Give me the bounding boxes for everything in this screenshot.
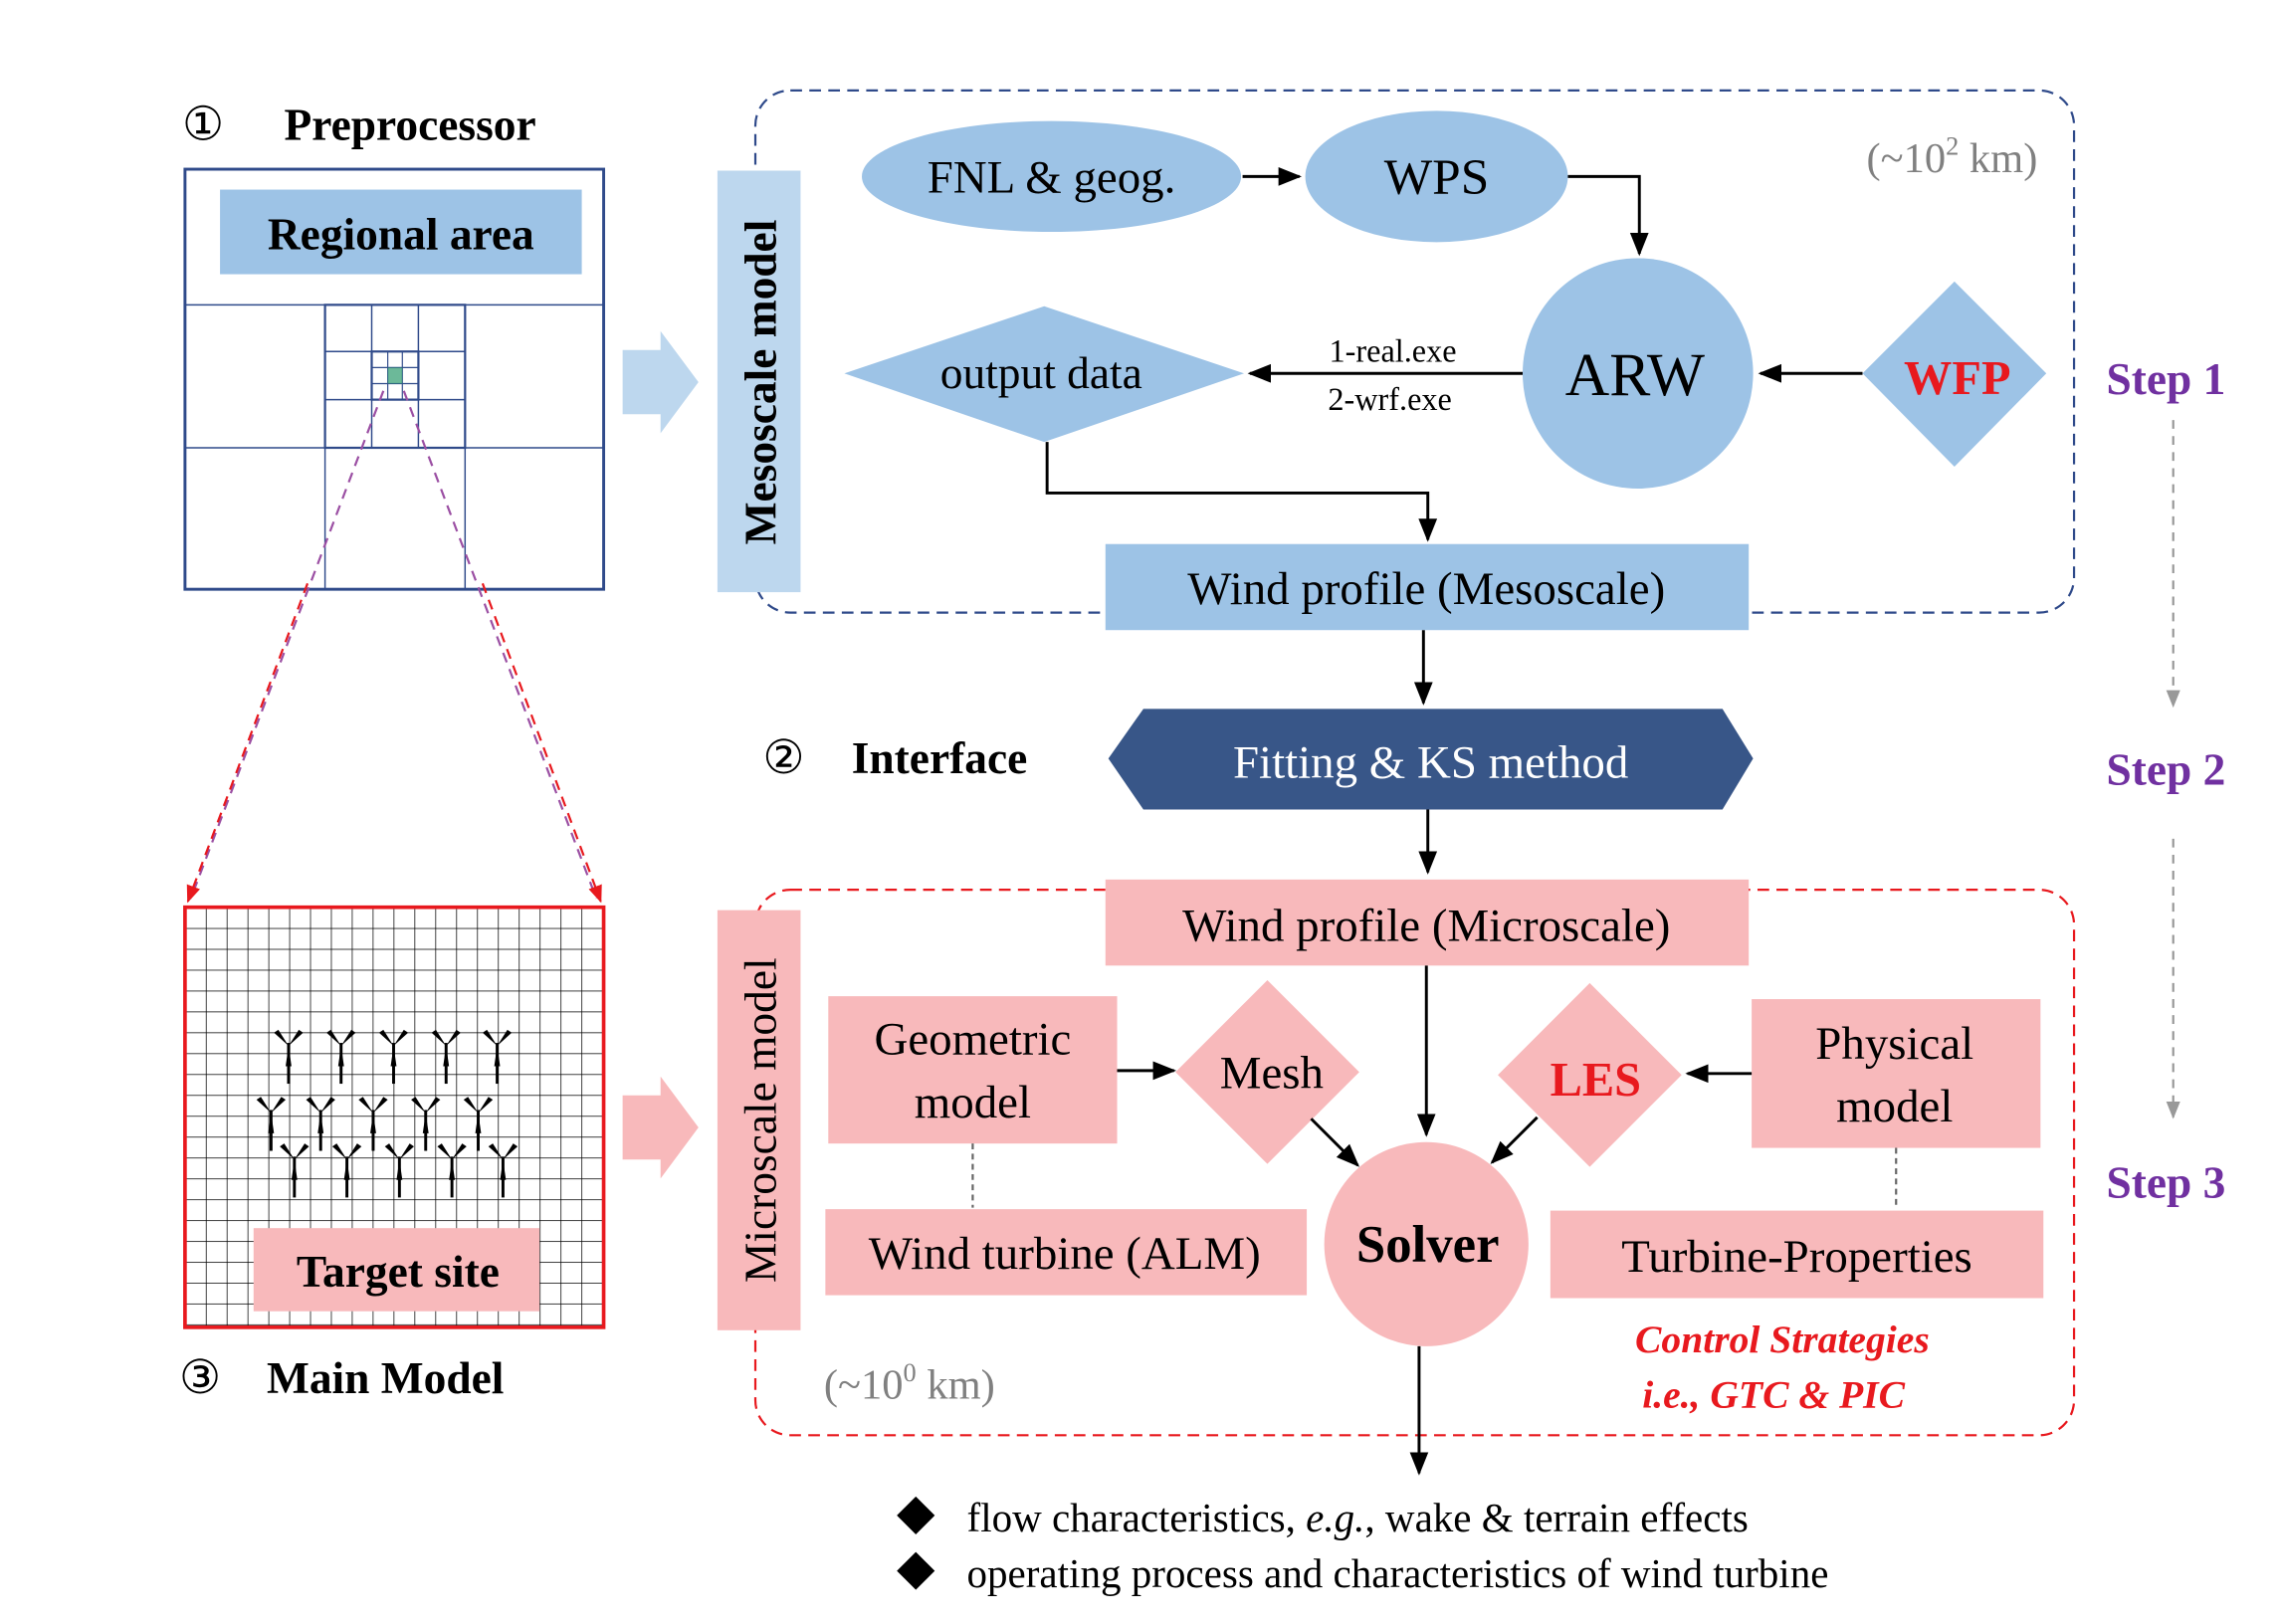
main-model-section: Target site ③ Main Model <box>179 905 606 1404</box>
regional-area-label-box <box>220 189 582 275</box>
arrow-wps-to-arw <box>1567 174 1649 257</box>
mesoscale-scale-note: (~102 km) <box>1866 130 2037 182</box>
mesoscale-side-label: Mesoscale model <box>736 220 786 545</box>
target-site-border <box>183 905 606 1329</box>
flow-arrow-to-microscale <box>622 1076 699 1179</box>
mesoscale-side-bar <box>717 170 801 593</box>
exe-wrf-label: 2-wrf.exe <box>1328 381 1451 417</box>
wfp-node <box>1862 281 2047 468</box>
arrow-output-to-wind-profile <box>1045 442 1438 542</box>
interface-section: ② Interface Fitting & KS method <box>762 709 1754 810</box>
output-item-1: flow characteristics, e.g., wake & terra… <box>967 1495 1749 1540</box>
bullet-diamond-icon <box>897 1551 935 1590</box>
turbine-properties-label: Turbine-Properties <box>1621 1231 1972 1283</box>
fitting-ks-node <box>1108 709 1754 810</box>
flow-arrow-to-mesoscale <box>622 330 699 434</box>
mesh-label: Mesh <box>1220 1047 1324 1099</box>
les-label: LES <box>1551 1054 1641 1107</box>
bullet-diamond-icon <box>897 1496 935 1534</box>
step-3-label: Step 3 <box>2106 1157 2225 1207</box>
fnl-geog-label: FNL & geog. <box>928 151 1176 203</box>
geometric-model-line1: Geometric <box>874 1014 1071 1066</box>
solver-node <box>1324 1141 1529 1346</box>
fnl-geog-node <box>862 120 1242 233</box>
section-number-3: ③ <box>179 1352 221 1404</box>
microscale-scale-note: (~100 km) <box>824 1357 995 1409</box>
wps-label: WPS <box>1384 149 1489 206</box>
interface-title: Interface <box>852 733 1028 783</box>
physical-model-line1: Physical <box>1815 1018 1973 1070</box>
zoom-line-left-purple <box>189 390 385 900</box>
wind-profile-microscale-box <box>1105 879 1750 966</box>
target-site-label-box <box>253 1228 540 1312</box>
preprocessor-section: ① Preprocessor Regional area <box>182 100 606 904</box>
exe-real-label: 1-real.exe <box>1330 333 1457 369</box>
control-strategies-line2: i.e., GTC & PIC <box>1642 1372 1905 1416</box>
physical-model-line2: model <box>1836 1081 1953 1132</box>
fitting-ks-label: Fitting & KS method <box>1233 736 1628 788</box>
main-model-title: Main Model <box>267 1353 504 1403</box>
arw-label: ARW <box>1565 341 1705 409</box>
microscale-boundary <box>753 889 2076 1437</box>
outputs-list: flow characteristics, e.g., wake & terra… <box>897 1495 1828 1596</box>
output-data-label: output data <box>940 348 1142 398</box>
wind-turbine-alm-label: Wind turbine (ALM) <box>869 1228 1261 1280</box>
section-number-2: ② <box>762 732 804 784</box>
control-strategies-line1: Control Strategies <box>1635 1318 1930 1361</box>
wind-profile-microscale-label: Wind profile (Microscale) <box>1182 900 1670 951</box>
wps-node <box>1305 110 1568 243</box>
target-site-label: Target site <box>297 1247 500 1297</box>
geometric-model-line2: model <box>915 1077 1031 1128</box>
output-data-node <box>844 305 1245 443</box>
microscale-side-label: Microscale model <box>736 957 786 1283</box>
step-1-label: Step 1 <box>2106 354 2225 404</box>
preprocessor-title: Preprocessor <box>285 101 536 150</box>
zoom-arrow-right <box>481 582 602 904</box>
microscale-side-bar <box>717 910 801 1330</box>
wind-profile-mesoscale-label: Wind profile (Mesoscale) <box>1187 563 1665 615</box>
arw-node <box>1522 258 1754 490</box>
step-2-label: Step 2 <box>2106 745 2225 795</box>
wfp-label: WFP <box>1904 352 2010 405</box>
zoom-line-right-purple <box>402 390 598 900</box>
steps-column: Step 1 Step 2 Step 3 <box>2106 354 2225 1208</box>
wind-turbine-alm-box <box>825 1209 1308 1296</box>
wind-profile-mesoscale-box <box>1105 543 1750 631</box>
arrow-mesh-to-solver <box>1310 1117 1360 1167</box>
arrow-les-to-solver <box>1490 1116 1539 1164</box>
turbine-properties-box <box>1550 1210 2044 1299</box>
mesoscale-model-section: Mesoscale model (~102 km) FNL & geog. WP… <box>717 89 2076 631</box>
microscale-model-section: Microscale model Wind profile (Microscal… <box>717 879 2076 1437</box>
geometric-model-box <box>828 996 1118 1144</box>
zoom-arrow-left <box>186 582 310 904</box>
regional-area-label: Regional area <box>268 210 534 260</box>
regional-domain-grid <box>183 167 606 591</box>
solver-label: Solver <box>1356 1216 1500 1274</box>
section-number-1: ① <box>182 100 224 151</box>
les-node <box>1498 982 1682 1167</box>
output-item-2: operating process and characteristics of… <box>967 1550 1829 1596</box>
physical-model-box <box>1752 999 2041 1148</box>
